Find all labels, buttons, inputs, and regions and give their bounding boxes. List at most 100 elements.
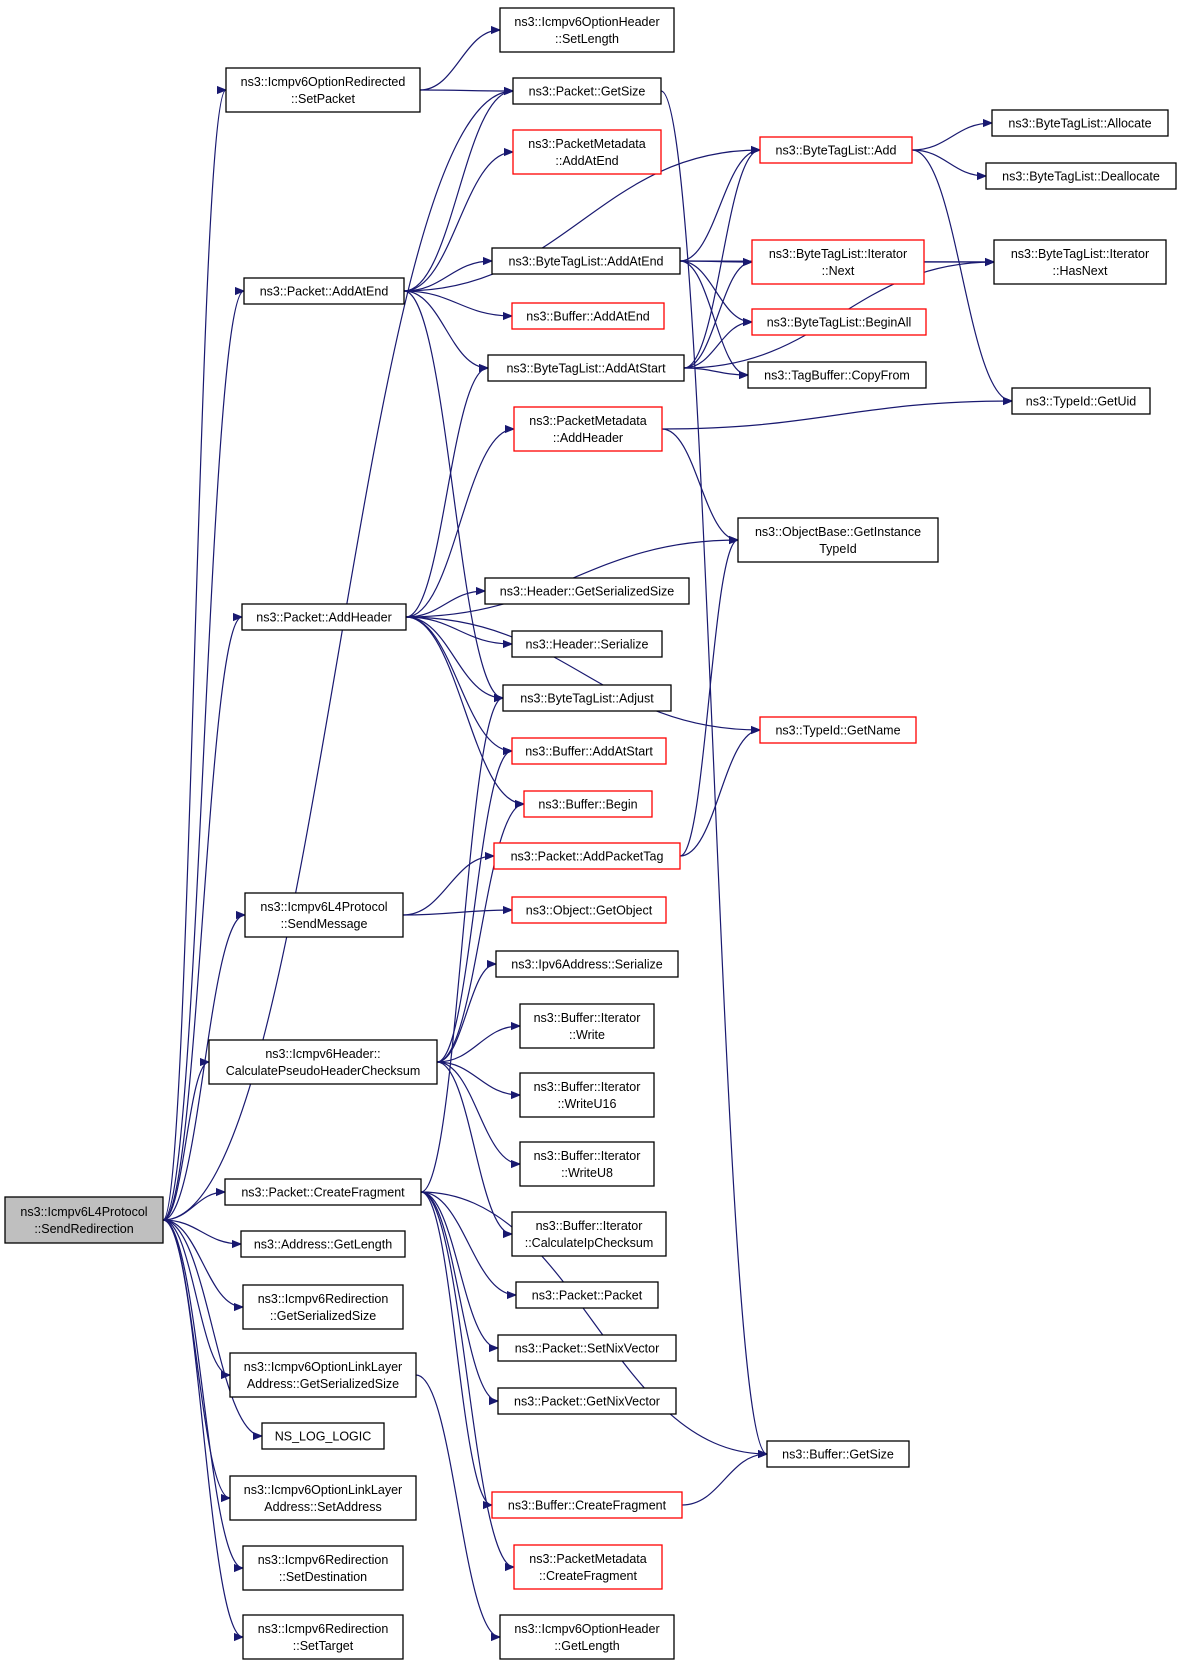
node-bufIterWrite[interactable]: ns3::Buffer::Iterator::Write [519,1003,655,1049]
node-objGetObject[interactable]: ns3::Object::GetObject [511,896,667,924]
node-box[interactable] [511,896,667,924]
node-box[interactable] [511,302,665,330]
node-box[interactable] [751,308,927,336]
node-sendMessage[interactable]: ns3::Icmpv6L4Protocol::SendMessage [244,892,404,938]
node-box[interactable] [208,1039,438,1085]
node-box[interactable] [241,603,407,631]
node-box[interactable] [499,1614,675,1660]
node-hdrGetSerSize[interactable]: ns3::Header::GetSerializedSize [484,577,690,605]
node-btlBeginAll[interactable]: ns3::ByteTagList::BeginAll [751,308,927,336]
node-box[interactable] [523,790,653,818]
node-box[interactable] [244,892,404,938]
node-box[interactable] [240,1230,406,1258]
node-btlAdjust[interactable]: ns3::ByteTagList::Adjust [502,684,672,712]
node-pktAddPacketTag[interactable]: ns3::Packet::AddPacketTag [493,842,681,870]
node-pktCreateFrag[interactable]: ns3::Packet::CreateFragment [224,1178,422,1206]
node-bufCreateFrag[interactable]: ns3::Buffer::CreateFragment [491,1491,683,1519]
node-btlAllocate[interactable]: ns3::ByteTagList::Allocate [991,109,1169,137]
node-pktPacket[interactable]: ns3::Packet::Packet [515,1281,659,1309]
node-optSetLength[interactable]: ns3::Icmpv6OptionHeader::SetLength [499,7,675,53]
node-box[interactable] [491,247,681,275]
node-pmAddAtEnd[interactable]: ns3::PacketMetadata::AddAtEnd [512,129,662,175]
node-btlAdd[interactable]: ns3::ByteTagList::Add [759,136,913,164]
node-box[interactable] [242,1614,404,1660]
node-box[interactable] [229,1352,417,1398]
node-box[interactable] [993,239,1167,285]
node-box[interactable] [766,1440,910,1468]
node-redirSetTarget[interactable]: ns3::Icmpv6Redirection::SetTarget [242,1614,404,1660]
node-btlIterNext[interactable]: ns3::ByteTagList::Iterator::Next [751,239,925,285]
node-pktGetSize[interactable]: ns3::Packet::GetSize [512,77,662,105]
node-ipv6Serialize[interactable]: ns3::Ipv6Address::Serialize [495,950,679,978]
node-redirSetDest[interactable]: ns3::Icmpv6Redirection::SetDestination [242,1545,404,1591]
node-root[interactable]: ns3::Icmpv6L4Protocol::SendRedirection [4,1196,164,1244]
node-typeIdGetName[interactable]: ns3::TypeId::GetName [759,716,917,744]
node-box[interactable] [512,129,662,175]
node-bufIterCalcIp[interactable]: ns3::Buffer::Iterator::CalculateIpChecks… [511,1211,667,1257]
node-box[interactable] [515,1281,659,1309]
node-bufAddAtEnd[interactable]: ns3::Buffer::AddAtEnd [511,302,665,330]
node-bufGetSize[interactable]: ns3::Buffer::GetSize [766,1440,910,1468]
node-bufIterWriteU8[interactable]: ns3::Buffer::Iterator::WriteU8 [519,1141,655,1187]
node-pktAddHeader[interactable]: ns3::Packet::AddHeader [241,603,407,631]
node-box[interactable] [229,1475,417,1521]
node-box[interactable] [499,7,675,53]
node-pktSetNix[interactable]: ns3::Packet::SetNixVector [497,1334,677,1362]
node-box[interactable] [242,1284,404,1330]
node-btlAddAtStart[interactable]: ns3::ByteTagList::AddAtStart [487,354,685,382]
node-box[interactable] [519,1003,655,1049]
node-bufIterWriteU16[interactable]: ns3::Buffer::Iterator::WriteU16 [519,1072,655,1118]
node-box[interactable] [491,1491,683,1519]
node-box[interactable] [519,1072,655,1118]
node-box[interactable] [511,737,667,765]
node-redirGetSerSize[interactable]: ns3::Icmpv6Redirection::GetSerializedSiz… [242,1284,404,1330]
node-optLLGetSerSize[interactable]: ns3::Icmpv6OptionLinkLayerAddress::GetSe… [229,1352,417,1398]
node-tagBufCopyFrom[interactable]: ns3::TagBuffer::CopyFrom [747,361,927,389]
node-pktGetNix[interactable]: ns3::Packet::GetNixVector [497,1387,677,1415]
node-addrGetLength[interactable]: ns3::Address::GetLength [240,1230,406,1258]
node-box[interactable] [487,354,685,382]
node-optGetLength[interactable]: ns3::Icmpv6OptionHeader::GetLength [499,1614,675,1660]
node-nsLogLogic[interactable]: NS_LOG_LOGIC [261,1422,385,1450]
node-box[interactable] [759,136,913,164]
node-box[interactable] [495,950,679,978]
node-box[interactable] [242,1545,404,1591]
node-box[interactable] [261,1422,385,1450]
node-box[interactable] [747,361,927,389]
node-pmAddHeader[interactable]: ns3::PacketMetadata::AddHeader [513,406,663,452]
node-box[interactable] [513,406,663,452]
node-box[interactable] [502,684,672,712]
node-pmCreateFrag[interactable]: ns3::PacketMetadata::CreateFragment [513,1544,663,1590]
node-pktAddAtEnd[interactable]: ns3::Packet::AddAtEnd [243,277,405,305]
node-optLLSetAddr[interactable]: ns3::Icmpv6OptionLinkLayerAddress::SetAd… [229,1475,417,1521]
node-box[interactable] [497,1387,677,1415]
node-btlIterHasNext[interactable]: ns3::ByteTagList::Iterator::HasNext [993,239,1167,285]
node-box[interactable] [484,577,690,605]
node-box[interactable] [511,630,663,658]
node-box[interactable] [1011,387,1151,415]
node-box[interactable] [751,239,925,285]
node-box[interactable] [991,109,1169,137]
node-typeIdGetUid[interactable]: ns3::TypeId::GetUid [1011,387,1151,415]
node-btlAddAtEnd[interactable]: ns3::ByteTagList::AddAtEnd [491,247,681,275]
node-hdrSerialize[interactable]: ns3::Header::Serialize [511,630,663,658]
node-bufBegin[interactable]: ns3::Buffer::Begin [523,790,653,818]
node-calcPseudo[interactable]: ns3::Icmpv6Header::CalculatePseudoHeader… [208,1039,438,1085]
node-setPacket[interactable]: ns3::Icmpv6OptionRedirected::SetPacket [225,67,421,113]
node-box[interactable] [519,1141,655,1187]
node-box[interactable] [511,1211,667,1257]
node-box[interactable] [985,162,1177,190]
node-box[interactable] [737,517,939,563]
node-box[interactable] [493,842,681,870]
node-box[interactable] [243,277,405,305]
node-btlDeallocate[interactable]: ns3::ByteTagList::Deallocate [985,162,1177,190]
node-box[interactable] [759,716,917,744]
node-bufAddAtStart[interactable]: ns3::Buffer::AddAtStart [511,737,667,765]
node-box[interactable] [4,1196,164,1244]
node-box[interactable] [224,1178,422,1206]
node-box[interactable] [497,1334,677,1362]
node-box[interactable] [225,67,421,113]
node-box[interactable] [512,77,662,105]
node-box[interactable] [513,1544,663,1590]
